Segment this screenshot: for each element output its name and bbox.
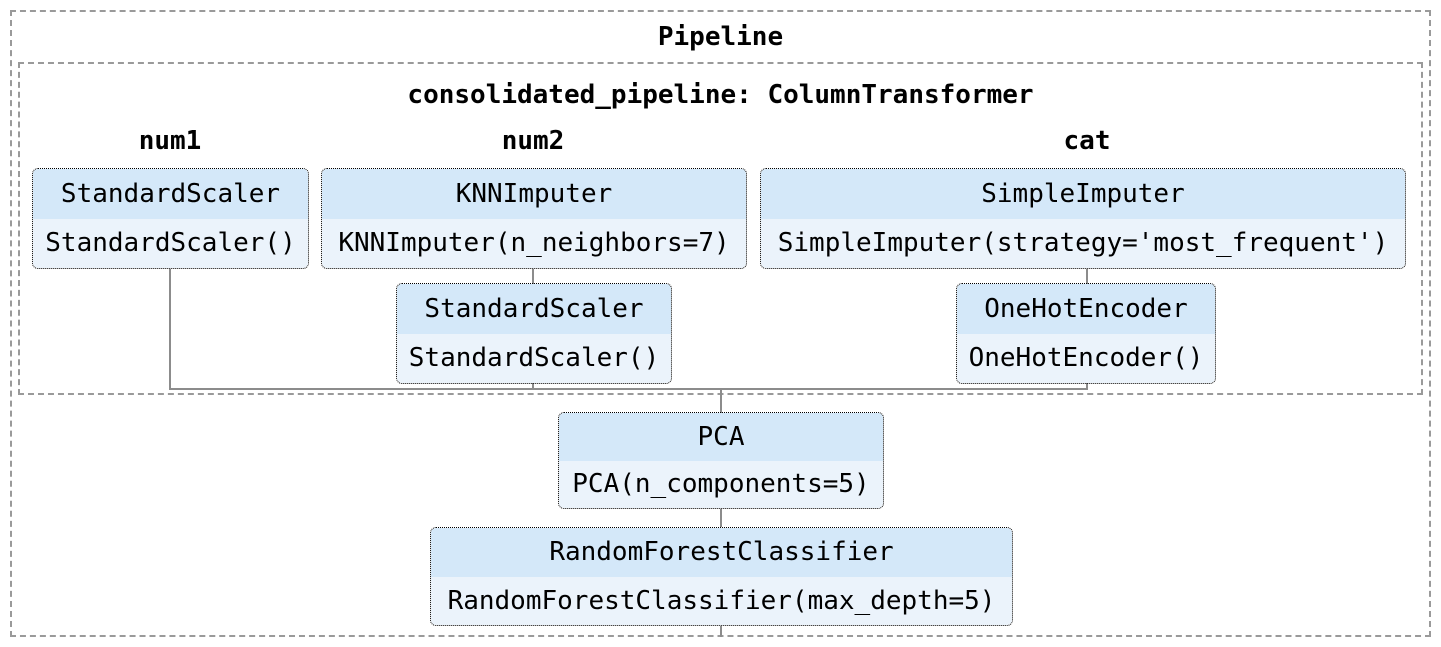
estimator-params: StandardScaler() xyxy=(33,218,308,268)
estimator-params: StandardScaler() xyxy=(397,333,671,383)
estimator-label[interactable]: RandomForestClassifier xyxy=(431,528,1012,577)
simpleimputer-cat-box[interactable]: SimpleImputer SimpleImputer(strategy='mo… xyxy=(760,168,1406,269)
connector-pca-to-rf xyxy=(720,509,722,527)
connector-to-pca xyxy=(720,389,722,413)
estimator-params: SimpleImputer(strategy='most_frequent') xyxy=(761,218,1405,268)
estimator-label[interactable]: StandardScaler xyxy=(33,169,308,219)
estimator-label[interactable]: PCA xyxy=(559,413,883,461)
column-header-num1[interactable]: num1 xyxy=(138,126,202,156)
connector-cat-step xyxy=(1086,269,1088,284)
column-header-cat[interactable]: cat xyxy=(1063,126,1111,156)
estimator-params: OneHotEncoder() xyxy=(957,333,1215,383)
estimator-params: RandomForestClassifier(max_depth=5) xyxy=(431,576,1012,625)
connector-num2-join xyxy=(532,383,534,389)
column-header-num2[interactable]: num2 xyxy=(501,126,565,156)
estimator-params: PCA(n_components=5) xyxy=(559,460,883,508)
randomforestclassifier-box[interactable]: RandomForestClassifier RandomForestClass… xyxy=(430,527,1013,626)
knnimputer-num2-box[interactable]: KNNImputer KNNImputer(n_neighbors=7) xyxy=(321,168,747,269)
estimator-label[interactable]: SimpleImputer xyxy=(761,169,1405,219)
pipeline-title[interactable]: Pipeline xyxy=(657,22,784,52)
pca-box[interactable]: PCA PCA(n_components=5) xyxy=(558,412,884,509)
standardscaler-num1-box[interactable]: StandardScaler StandardScaler() xyxy=(32,168,309,269)
connector-rf-to-output xyxy=(720,626,722,637)
standardscaler-num2-box[interactable]: StandardScaler StandardScaler() xyxy=(396,283,672,384)
onehotencoder-cat-box[interactable]: OneHotEncoder OneHotEncoder() xyxy=(956,283,1216,384)
estimator-label[interactable]: StandardScaler xyxy=(397,284,671,334)
column-transformer-title[interactable]: consolidated_pipeline: ColumnTransformer xyxy=(407,80,1034,110)
connector-columns-join xyxy=(169,388,1088,390)
estimator-label[interactable]: KNNImputer xyxy=(322,169,746,219)
connector-num1-down xyxy=(169,269,171,389)
estimator-label[interactable]: OneHotEncoder xyxy=(957,284,1215,334)
estimator-params: KNNImputer(n_neighbors=7) xyxy=(322,218,746,268)
connector-num2-step xyxy=(532,269,534,284)
connector-cat-join xyxy=(1086,383,1088,389)
